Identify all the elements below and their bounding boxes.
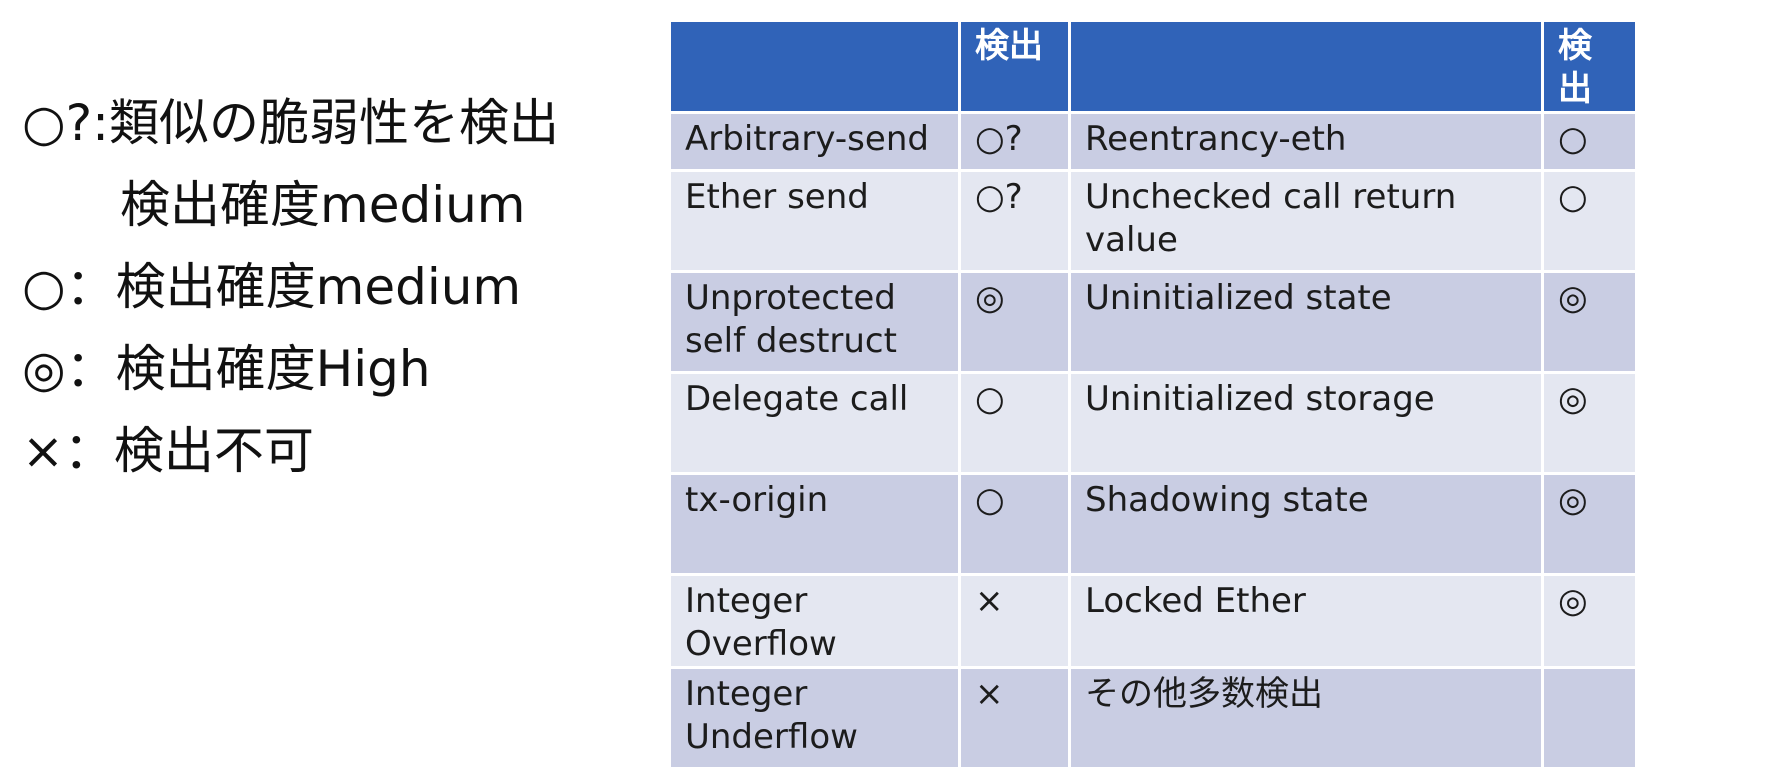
table-row: Unprotected self destruct ◎ Uninitialize… bbox=[668, 270, 1638, 374]
vulnerability-name: Unprotected self destruct bbox=[668, 270, 961, 374]
detection-mark: ◎ bbox=[1541, 472, 1638, 576]
vulnerability-name: Integer Overflow bbox=[668, 573, 961, 669]
detection-mark: ◎ bbox=[1541, 270, 1638, 374]
vulnerability-name: Reentrancy-eth bbox=[1068, 111, 1544, 172]
legend-line-high: ◎：検出確度High bbox=[22, 340, 431, 398]
vulnerability-name: Locked Ether bbox=[1068, 573, 1544, 669]
detection-mark: ○ bbox=[1541, 111, 1638, 172]
detection-mark: ◎ bbox=[1541, 573, 1638, 669]
legend-line-similar: ○?:類似の脆弱性を検出 bbox=[22, 94, 560, 152]
table-row: Integer Overflow × Locked Ether ◎ bbox=[668, 573, 1638, 669]
table-row: Arbitrary-send ○? Reentrancy-eth ○ bbox=[668, 111, 1638, 172]
table-header-row: 検出 検出 bbox=[668, 19, 1638, 114]
vulnerability-name: tx-origin bbox=[668, 472, 961, 576]
detection-mark bbox=[1541, 666, 1638, 770]
table-row: Delegate call ○ Uninitialized storage ◎ bbox=[668, 371, 1638, 475]
detection-mark: × bbox=[958, 573, 1071, 669]
vulnerability-name: Delegate call bbox=[668, 371, 961, 475]
detection-mark: ○? bbox=[958, 169, 1071, 273]
detection-mark: × bbox=[958, 666, 1071, 770]
table-row: tx-origin ○ Shadowing state ◎ bbox=[668, 472, 1638, 576]
header-cell-detect-left: 検出 bbox=[958, 19, 1071, 114]
vulnerability-name: Shadowing state bbox=[1068, 472, 1544, 576]
legend-line-medium: ○：検出確度medium bbox=[22, 258, 522, 316]
detection-mark: ○ bbox=[1541, 169, 1638, 273]
legend-line-similar-confidence: 検出確度medium bbox=[120, 176, 526, 234]
vulnerability-name: Arbitrary-send bbox=[668, 111, 961, 172]
header-cell-vuln-left bbox=[668, 19, 961, 114]
table-row: Integer Underflow × その他多数検出 bbox=[668, 666, 1638, 770]
detection-mark: ○? bbox=[958, 111, 1071, 172]
vulnerability-name: Uninitialized storage bbox=[1068, 371, 1544, 475]
vulnerability-detection-table: 検出 検出 Arbitrary-send ○? Reentrancy-eth ○… bbox=[668, 19, 1638, 770]
vulnerability-name: Uninitialized state bbox=[1068, 270, 1544, 374]
header-cell-vuln-right bbox=[1068, 19, 1544, 114]
vulnerability-name: Ether send bbox=[668, 169, 961, 273]
vulnerability-name: Integer Underflow bbox=[668, 666, 961, 770]
detection-mark: ◎ bbox=[1541, 371, 1638, 475]
detection-mark: ○ bbox=[958, 472, 1071, 576]
detection-mark: ◎ bbox=[958, 270, 1071, 374]
vulnerability-name: Unchecked call return value bbox=[1068, 169, 1544, 273]
detection-mark: ○ bbox=[958, 371, 1071, 475]
legend-line-undetectable: ×：検出不可 bbox=[22, 422, 314, 480]
vulnerability-name: その他多数検出 bbox=[1068, 666, 1544, 770]
table-row: Ether send ○? Unchecked call return valu… bbox=[668, 169, 1638, 273]
detection-legend: ○?:類似の脆弱性を検出 検出確度medium ○：検出確度medium ◎：検… bbox=[22, 82, 642, 492]
header-cell-detect-right: 検出 bbox=[1541, 19, 1638, 114]
